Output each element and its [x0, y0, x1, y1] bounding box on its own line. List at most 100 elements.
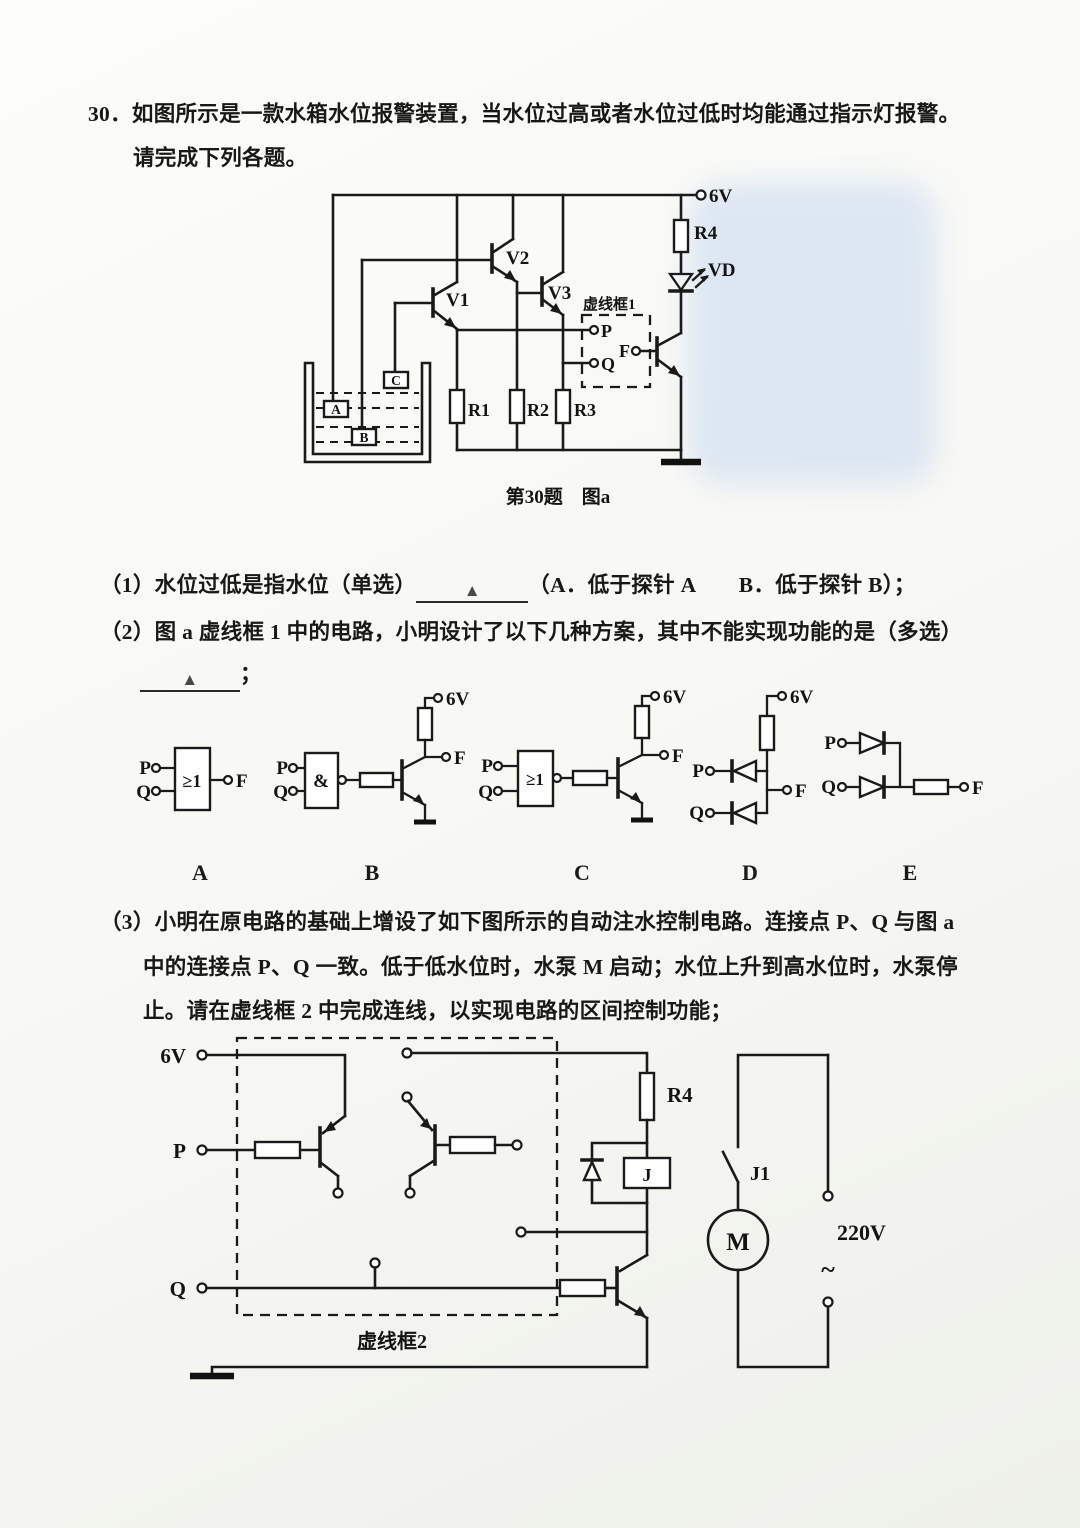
- terminal-p: [287, 762, 299, 774]
- q-label: Q: [689, 803, 704, 824]
- or-gate-symbol: ≥1: [183, 771, 202, 791]
- ac-symbol: ~: [821, 1255, 835, 1284]
- option-letter-a: A: [192, 860, 208, 885]
- part2-line: （2）图 a 虚线框 1 中的电路，小明设计了以下几种方案，其中不能实现功能的是…: [100, 620, 963, 644]
- supply-label: 6V: [663, 687, 687, 708]
- q-label: Q: [170, 1277, 186, 1301]
- q-label: Q: [821, 777, 836, 798]
- pnp-transistor-1: [298, 1114, 347, 1199]
- q-label: Q: [601, 354, 615, 374]
- q-label: Q: [273, 782, 288, 803]
- terminal-6v: [649, 690, 661, 702]
- j1-label: J1: [750, 1163, 770, 1185]
- f-label: F: [454, 748, 466, 769]
- q-label: Q: [136, 782, 151, 803]
- resistor-r1: R1: [448, 328, 490, 452]
- motor-label: M: [726, 1229, 750, 1256]
- led-vd: VD: [667, 260, 735, 293]
- f-label: F: [672, 746, 684, 767]
- part1-line: （1）水位过低是指水位（单选）▲（A．低于探针 A B．低于探针 B）；: [100, 568, 916, 603]
- option-letter-e: E: [902, 860, 918, 885]
- pullup-resistor: [633, 704, 651, 740]
- top-terminal: [401, 1047, 413, 1059]
- terminal-p: [196, 1144, 208, 1156]
- series-resistor: [912, 778, 950, 796]
- answer-blank-2: ▲: [140, 671, 240, 692]
- probe-c: C: [382, 301, 410, 390]
- inverter-bubble: [551, 772, 563, 784]
- r4-label: R4: [694, 223, 718, 244]
- v3-label: V3: [548, 283, 571, 304]
- r3-label: R3: [574, 400, 596, 420]
- base-resistor: [571, 769, 609, 787]
- terminal-p: [588, 324, 600, 336]
- resistor-r2: R2: [508, 388, 549, 452]
- output-transistor: [639, 289, 701, 466]
- figure-a-circuit: 6V A B C: [303, 186, 735, 508]
- figure-b-circuit: 虚线框2 6V P: [160, 1036, 886, 1380]
- mains-terminal-top: [822, 1190, 834, 1202]
- dashed-box-2: [235, 1036, 559, 1317]
- or-gate: [173, 746, 212, 812]
- resistor-r4: R4: [638, 1071, 693, 1122]
- terminal-f: [630, 345, 642, 357]
- q-label: Q: [478, 782, 493, 803]
- terminal-q: [196, 1282, 208, 1294]
- p-label: P: [276, 758, 288, 779]
- transistor-v2: V2: [360, 193, 529, 392]
- collector-terminal: [404, 1187, 416, 1199]
- supply-label: 6V: [446, 689, 470, 710]
- f-label: F: [795, 781, 807, 802]
- and-gate: [303, 751, 340, 810]
- terminal-f: [781, 784, 793, 796]
- option-c-circuit: P Q ≥1 6V F: [478, 687, 687, 823]
- diode-p: [858, 731, 902, 789]
- mains-loop: J1 M 220V ~: [706, 1053, 886, 1369]
- motor-m: M: [706, 1208, 770, 1272]
- terminal-f: [958, 781, 970, 793]
- blank-triangle: ▲: [181, 670, 199, 689]
- terminal-p: [492, 760, 504, 772]
- p-label: P: [692, 761, 704, 782]
- dashed-box-1-label: 虚线框1: [583, 295, 636, 313]
- r4-label: R4: [667, 1083, 693, 1107]
- flyback-diode: [582, 1159, 602, 1182]
- supply-label: 6V: [160, 1044, 186, 1068]
- answer-blank-1: ▲: [416, 581, 529, 603]
- p-label: P: [139, 758, 151, 779]
- vd-label: VD: [708, 260, 735, 281]
- option-letter-d: D: [742, 860, 758, 885]
- terminal-6v: [196, 1049, 208, 1061]
- mains-label: 220V: [837, 1220, 886, 1245]
- terminal-p: [150, 762, 162, 774]
- part2-tail: ；: [240, 662, 262, 686]
- blank-triangle: ▲: [463, 581, 481, 600]
- f-label: F: [619, 341, 630, 361]
- option-letter-c: C: [574, 860, 590, 885]
- terminal-6v: [776, 690, 788, 702]
- p-label: P: [481, 756, 493, 777]
- f-label: F: [236, 771, 248, 792]
- terminal-p: [836, 737, 848, 749]
- or-gate-symbol: ≥1: [526, 770, 544, 789]
- switch-j1: J1: [721, 1150, 770, 1212]
- supply-label: 6V: [709, 186, 733, 207]
- p-label: P: [601, 321, 612, 341]
- probe-b: B: [350, 258, 378, 447]
- part3-line-2: 中的连接点 P、Q 一致。低于低水位时，水泵 M 启动；水位上升到高水位时，水泵…: [143, 955, 958, 979]
- supply-label: 6V: [790, 687, 814, 708]
- option-b-circuit: P Q & 6V F: [273, 689, 470, 825]
- relay-coil-box: [622, 1156, 672, 1190]
- part1-label: （1）水位过低是指水位（单选）: [100, 573, 417, 597]
- diode-p: [730, 759, 769, 783]
- p-label: P: [173, 1139, 186, 1163]
- option-a-circuit: P Q ≥1 F: [136, 746, 248, 812]
- terminal-q: [836, 781, 848, 793]
- part2-answer-line: ▲；: [140, 657, 262, 692]
- v2-label: V2: [506, 248, 529, 269]
- r2-label: R2: [527, 400, 549, 420]
- relay-label: J: [643, 1165, 652, 1185]
- p-label: P: [824, 733, 836, 754]
- f-label: F: [972, 778, 984, 799]
